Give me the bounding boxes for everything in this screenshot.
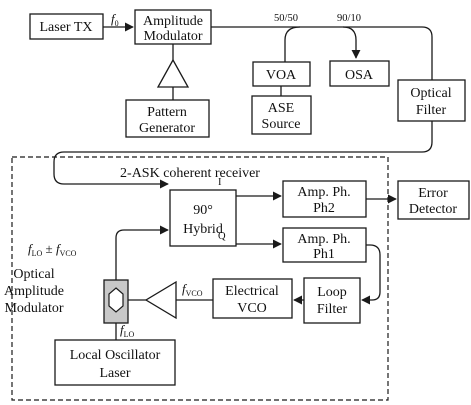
fvco-label: fVCO: [182, 281, 203, 298]
splitter-5050-label: 50/50: [274, 13, 298, 24]
oam-label-line3: Modulator: [4, 301, 63, 316]
hybrid-q-label: Q: [218, 231, 226, 242]
main-fiber-wire: [211, 26, 433, 80]
ase-source-label-line1: ASE: [268, 101, 294, 116]
electrical-vco-label-line1: Electrical: [225, 284, 279, 299]
amplitude-modulator-label-line2: Modulator: [143, 29, 202, 44]
amp-ph1-block: Amp. Ph. Ph1: [282, 227, 367, 263]
electrical-vco-block: Electrical VCO: [212, 278, 293, 319]
error-detector-label-line2: Detector: [409, 202, 458, 217]
receiver-title: 2-ASK coherent receiver: [120, 166, 260, 181]
pattern-generator-label-line1: Pattern: [147, 105, 187, 120]
ase-source-block: ASE Source: [251, 95, 312, 135]
ph1-to-loop-filter-wire: [361, 244, 381, 305]
f0-label: f0: [111, 11, 119, 28]
osa-label: OSA: [345, 68, 374, 83]
oam-to-hybrid-wire: [115, 225, 169, 280]
local-oscillator-laser-block: Local Oscillator Laser: [54, 339, 176, 386]
error-detector-label-line1: Error: [418, 186, 448, 201]
coupler-9010-branch-wire: [342, 26, 361, 59]
pattern-generator-block: Pattern Generator: [125, 99, 210, 138]
amp-ph2-label-line2: Ph2: [313, 201, 335, 216]
receiver-boundary: [11, 156, 389, 401]
voa-label: VOA: [266, 68, 297, 83]
hybrid-90-block: 90° Hybrid: [169, 189, 237, 247]
amp-ph2-label-line1: Amp. Ph.: [297, 185, 350, 200]
vco-driver-triangle: [144, 280, 177, 320]
loop-filter-label-line1: Loop: [317, 285, 347, 300]
optical-amplitude-modulator-block: [103, 279, 129, 324]
hybrid-label-line1: 90°: [193, 203, 213, 218]
coupler-5050-branch-wire: [284, 26, 301, 62]
splitter-9010-label: 90/10: [337, 13, 361, 24]
loop-filter-label-line2: Filter: [317, 302, 348, 317]
amplitude-modulator-label-line1: Amplitude: [143, 14, 203, 29]
voa-block: VOA: [252, 61, 311, 87]
flo-label: fLO: [120, 322, 135, 339]
error-detector-block: Error Detector: [397, 180, 470, 220]
ase-source-label-line2: Source: [262, 117, 301, 132]
hybrid-label-line2: Hybrid: [183, 222, 223, 237]
amplitude-modulator-block: Amplitude Modulator: [134, 9, 212, 45]
filter-to-hybrid-wire: [53, 121, 433, 189]
amp-ph1-label-line1: Amp. Ph.: [297, 232, 350, 247]
oam-label-line1: Optical: [13, 267, 54, 282]
hybrid-i-label: I: [218, 177, 222, 188]
laser-tx-label: Laser TX: [40, 20, 93, 35]
lo-laser-label-line2: Laser: [99, 366, 130, 381]
osa-block: OSA: [329, 60, 390, 87]
lo-laser-label-line1: Local Oscillator: [70, 348, 161, 363]
optical-filter-label-line1: Optical: [410, 86, 451, 101]
laser-tx-block: Laser TX: [29, 13, 104, 40]
electrical-vco-label-line2: VCO: [237, 301, 267, 316]
driver-amplifier-triangle: [156, 58, 190, 88]
pattern-generator-label-line2: Generator: [139, 121, 195, 136]
mzm-icon: [108, 287, 124, 313]
loop-filter-block: Loop Filter: [303, 277, 361, 324]
optical-filter-label-line2: Filter: [416, 103, 447, 118]
optical-filter-block: Optical Filter: [397, 79, 466, 122]
oam-label-line2: Amplitude: [4, 284, 64, 299]
amp-ph1-label-line2: Ph1: [313, 247, 335, 262]
amp-ph2-block: Amp. Ph. Ph2: [282, 180, 367, 218]
flo-plus-minus-fvco-label: fLO ± fVCO: [28, 241, 77, 258]
